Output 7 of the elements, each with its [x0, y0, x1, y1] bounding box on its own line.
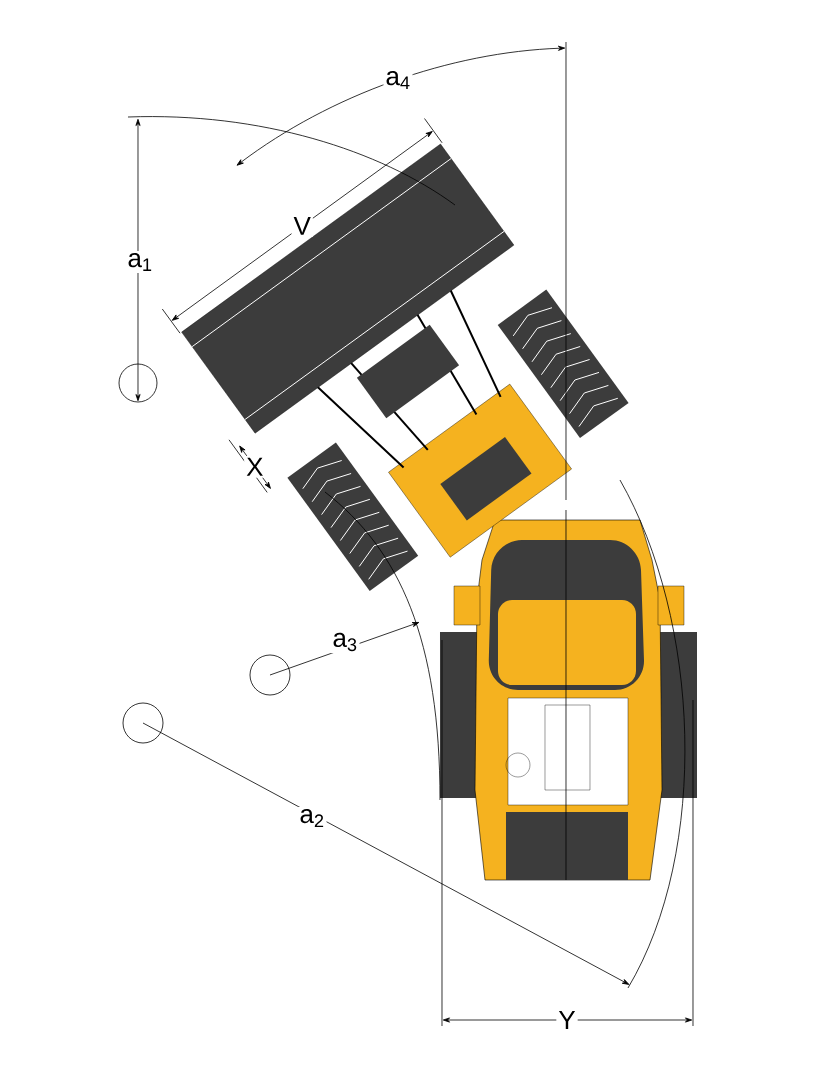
dimension-label: a$_{3}$ — [330, 630, 360, 654]
dimension-label: a$_{2}$ — [297, 806, 327, 830]
dimension-label: a$_{1}$ — [125, 251, 155, 273]
dimension-label: V — [291, 214, 313, 237]
dimension-label: X — [244, 455, 266, 478]
dimension-label: Y — [556, 1009, 578, 1031]
dimension-label: a$_{4}$ — [383, 69, 413, 91]
